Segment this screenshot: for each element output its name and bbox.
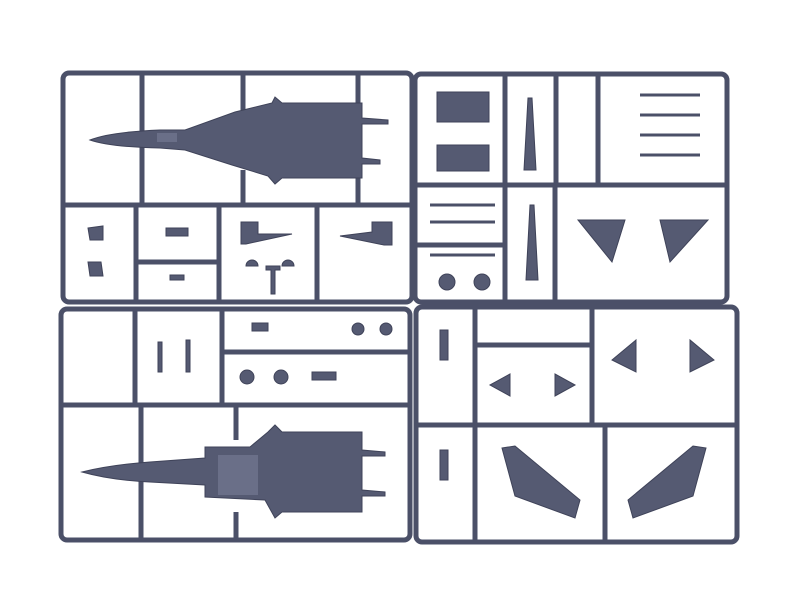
- part: [240, 221, 293, 245]
- part: [339, 221, 393, 246]
- part: [439, 329, 449, 361]
- part: [438, 273, 456, 291]
- sprue-frame-bottom-right: [413, 304, 740, 545]
- part: [311, 371, 337, 381]
- part: [659, 219, 710, 264]
- part: [251, 322, 269, 332]
- part: [611, 338, 637, 373]
- part: [351, 322, 365, 336]
- part: [379, 322, 393, 336]
- part: [488, 373, 511, 397]
- part: [245, 259, 295, 295]
- part: [439, 449, 449, 481]
- part: [473, 273, 491, 291]
- fuselage-upper-part: [88, 96, 389, 185]
- part: [165, 227, 189, 237]
- sprue-frame-top-left: [60, 70, 415, 305]
- part: [436, 144, 490, 172]
- part: [554, 373, 577, 397]
- part: [185, 339, 191, 373]
- part: [157, 341, 163, 373]
- part: [239, 369, 255, 385]
- sprue-frame-bottom-left: [58, 306, 413, 543]
- wing-part: [501, 445, 581, 519]
- part: [273, 369, 289, 385]
- part: [169, 274, 185, 281]
- sprue-frame-top-right: [412, 71, 730, 305]
- part: [523, 97, 537, 171]
- part: [576, 219, 626, 264]
- wing-part: [627, 445, 707, 519]
- part: [436, 91, 490, 123]
- part: [689, 338, 715, 373]
- part: [525, 204, 539, 281]
- part: [87, 225, 104, 277]
